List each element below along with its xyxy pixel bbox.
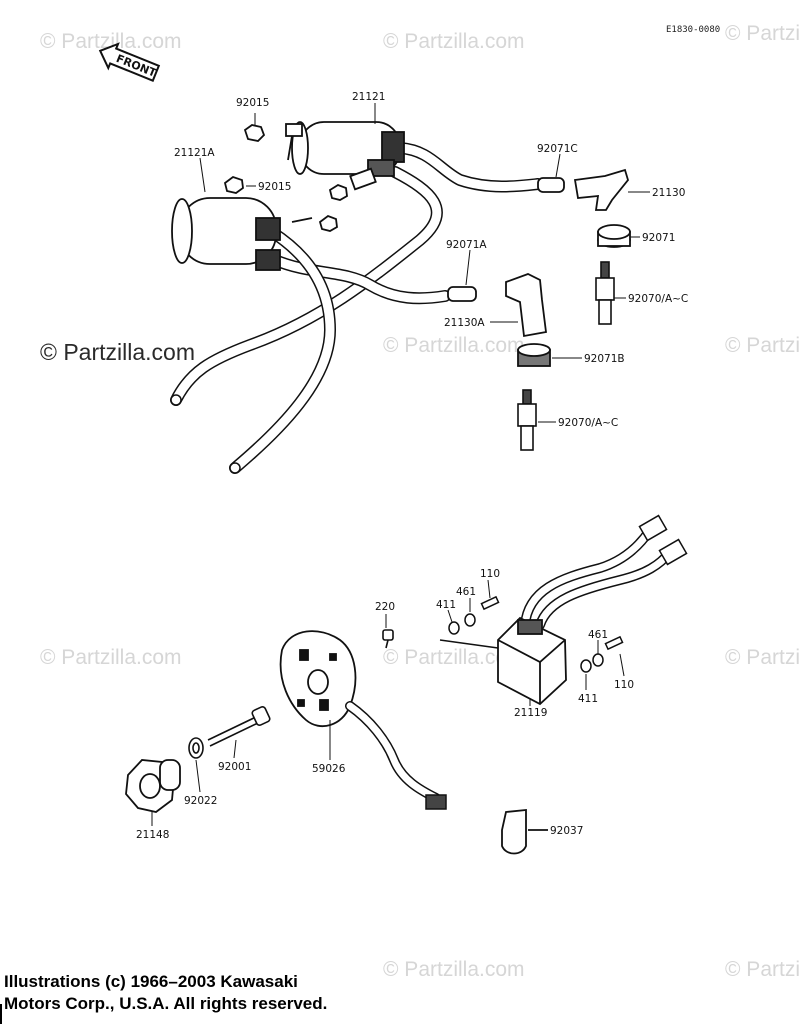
label-461: 461 [588,629,608,641]
watermark: © Partzilla.com [383,958,525,981]
reference-code: E1830-0080 [666,25,720,35]
spark-plug-cap-21130A [447,273,547,338]
label-59026: 59026 [312,763,346,775]
igniter-fasteners [439,595,624,673]
label-21119: 21119 [514,707,547,719]
watermark: © Partzilla.com [725,22,800,45]
label-220: 220 [375,601,395,613]
nut-92015-upper [243,124,266,142]
rubber-seal-92071 [597,224,631,248]
label-92071A: 92071A [446,239,487,251]
label-92015: 92015 [236,97,269,109]
label-21130A: 21130A [444,317,485,329]
pulser-coil-plate-59026 [279,630,357,728]
washer-92022 [188,737,204,759]
timing-rotor-21148 [125,759,181,813]
label-21121: 21121 [352,91,385,103]
label-21130: 21130 [652,187,685,199]
watermark: © Partzilla.com [40,646,182,669]
igniter-unit-21119 [497,616,567,706]
copyright-line-2: Motors Corp., U.S.A. All rights reserved… [4,994,328,1013]
label-92001: 92001 [218,761,251,773]
spark-plug-lower [517,389,537,451]
bolt-92001 [207,705,271,747]
hv-cables [170,142,544,474]
front-arrow: FRONT [98,42,161,82]
leader-lines-bottom [151,579,625,826]
igniter-wires [520,514,688,630]
watermark: © Partzilla.com [383,334,525,357]
watermark-prominent: © Partzilla.com [40,339,195,365]
label-21121A: 21121A [174,147,215,159]
watermarks: © Partzilla.com © Partzilla.com © Partzi… [40,22,800,981]
label-92071B: 92071B [584,353,625,365]
label-92037: 92037 [550,825,583,837]
pickup-wires [345,701,447,810]
edge-mark [0,1004,2,1024]
part-labels: 92015 21121 21121A 92015 92071C 21130 92… [136,91,688,841]
label-21148: 21148 [136,829,169,841]
label-92015: 92015 [258,181,291,193]
nut-center [318,184,348,232]
leader-lines-top [199,103,650,423]
watermark: © Partzilla.com [383,30,525,53]
spark-plug-upper [595,261,615,325]
nut-92015-lower [223,175,244,194]
label-411: 411 [578,693,598,705]
watermark: © Partzilla.com [40,30,182,53]
ignition-coil-upper [285,121,405,191]
label-411: 411 [436,599,456,611]
label-92070-upper: 92070/A~C [628,293,688,305]
watermark: © Partzilla.com [725,958,800,981]
label-110: 110 [480,568,500,580]
label-110: 110 [614,679,634,691]
clamp-92037 [501,809,548,855]
label-461: 461 [456,586,476,598]
watermark: © Partzilla.com [725,646,800,669]
ignition-coil-lower [171,197,313,271]
rubber-seal-92071B [517,343,551,367]
spark-plug-cap-21130 [537,168,629,211]
watermark: © Partzilla.com [383,646,525,669]
copyright-line-1: Illustrations (c) 1966–2003 Kawasaki [4,972,298,991]
screw-220 [382,629,394,649]
label-92071: 92071 [642,232,675,244]
watermark: © Partzilla.com [725,334,800,357]
label-92071C: 92071C [537,143,578,155]
label-92070-lower: 92070/A~C [558,417,618,429]
copyright-notice: Illustrations (c) 1966–2003 Kawasaki Mot… [4,971,327,1015]
label-92022: 92022 [184,795,217,807]
